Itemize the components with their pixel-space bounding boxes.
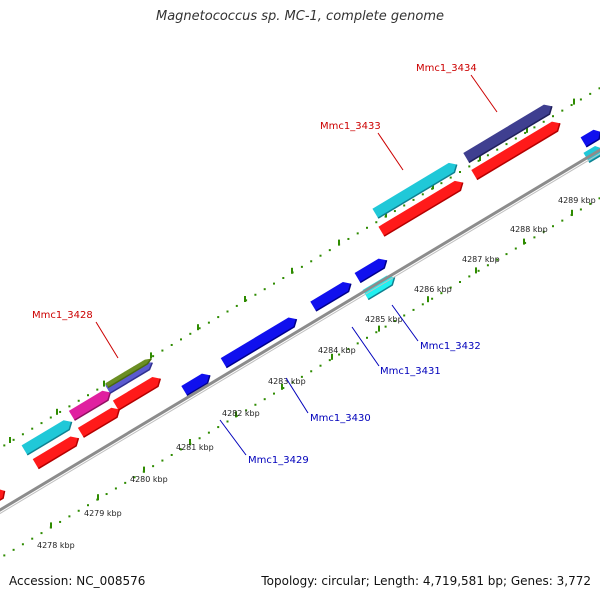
tick-layer: 4278 kbp 4279 kbp 4280 kbp 4281 kbp 4282 kbp… xyxy=(3,87,600,557)
gene-arrow xyxy=(310,282,352,312)
scale-label: 4284 kbp xyxy=(318,346,356,355)
label-leader-line xyxy=(95,321,119,359)
gene-arrow-edge xyxy=(74,392,112,421)
gene-arrow-edge xyxy=(585,131,600,148)
gene-arrow-body xyxy=(112,376,161,411)
gene-arrow xyxy=(471,121,561,181)
backbone-layer xyxy=(0,148,600,515)
gene-arrow-edge xyxy=(107,358,152,389)
gene-arrow-edge xyxy=(0,490,6,507)
label-leader-line xyxy=(285,377,309,414)
gene-arrow xyxy=(354,258,388,284)
gene-arrow-body xyxy=(105,358,152,388)
gene-arrow-body xyxy=(378,180,463,237)
feature-layer xyxy=(0,104,600,507)
gene-arrow-edge xyxy=(383,182,464,237)
scale-label: 4279 kbp xyxy=(84,509,122,518)
gene-arrow xyxy=(68,390,112,421)
gene-label-mmc1_3428: Mmc1_3428 xyxy=(32,310,93,321)
gene-arrow-edge xyxy=(109,362,153,394)
gene-arrow-edge xyxy=(26,421,73,456)
scale-label: 4283 kbp xyxy=(268,377,306,386)
gene-arrow-edge xyxy=(226,318,298,369)
gene-arrow xyxy=(32,436,80,470)
gene-arrow-edge xyxy=(118,378,162,411)
gene-arrow xyxy=(21,420,73,456)
gene-arrow-body xyxy=(580,129,600,147)
scale-label: 4281 kbp xyxy=(176,443,214,452)
gene-arrow xyxy=(378,180,464,237)
scale-label: 4287 kbp xyxy=(462,255,500,264)
gene-arrow xyxy=(181,373,211,397)
label-leader-line xyxy=(351,326,380,367)
gene-arrow-edge xyxy=(476,123,561,181)
scale-label: 4280 kbp xyxy=(130,475,168,484)
label-leader-line xyxy=(377,132,404,171)
gene-arrow-body xyxy=(220,317,297,368)
gene-label-mmc1_3430: Mmc1_3430 xyxy=(310,413,371,424)
gene-arrow-body xyxy=(181,373,210,396)
label-leaders xyxy=(95,74,498,456)
topology-text: Topology: circular; Length: 4,719,581 bp… xyxy=(261,574,591,588)
gene-arrow-body xyxy=(471,121,560,180)
gene-arrow xyxy=(220,317,298,369)
gene-arrow-body xyxy=(77,407,120,438)
gene-arrow xyxy=(105,358,152,389)
gene-label-mmc1_3432: Mmc1_3432 xyxy=(420,341,481,352)
gene-arrow xyxy=(580,129,600,148)
label-leader-line xyxy=(219,419,247,456)
scale-label: 4278 kbp xyxy=(37,541,75,550)
scale-label: 4288 kbp xyxy=(510,225,548,234)
gene-label-mmc1_3433: Mmc1_3433 xyxy=(320,121,381,132)
genome-backbone-shadow xyxy=(0,152,600,515)
page-title: Magnetococcus sp. MC-1, complete genome xyxy=(155,9,445,24)
gene-arrow-body xyxy=(105,361,153,394)
scale-label: 4286 kbp xyxy=(414,285,452,294)
gene-arrow-body xyxy=(68,390,111,421)
gene-arrow-edge xyxy=(367,277,396,301)
genome-backbone xyxy=(0,148,600,512)
gene-arrow-body xyxy=(310,282,351,312)
gene-arrow-body xyxy=(354,258,387,283)
gene-arrow xyxy=(463,104,553,164)
gene-arrow-edge xyxy=(315,283,352,312)
gene-arrow xyxy=(0,488,6,507)
gene-arrow xyxy=(77,407,121,438)
gene-label-mmc1_3429: Mmc1_3429 xyxy=(248,455,309,466)
gene-arrow xyxy=(112,376,162,411)
gene-arrow xyxy=(372,162,458,219)
gene-arrow-edge xyxy=(377,164,458,219)
gene-arrow-body xyxy=(463,104,552,163)
scale-label: 4285 kbp xyxy=(365,315,403,324)
gene-arrow-body xyxy=(372,162,457,219)
gene-label-mmc1_3434: Mmc1_3434 xyxy=(416,63,477,74)
accession-text: Accession: NC_008576 xyxy=(9,574,146,588)
gene-arrow-body xyxy=(32,436,79,469)
upper-tick-row xyxy=(3,87,600,447)
gene-label-mmc1_3431: Mmc1_3431 xyxy=(380,366,441,377)
label-layer: Mmc1_3434Mmc1_3433Mmc1_3428Mmc1_3432Mmc1… xyxy=(32,63,481,466)
label-leader-line xyxy=(470,74,498,113)
gene-arrow-edge xyxy=(83,409,121,438)
label-leader-line xyxy=(391,304,419,342)
gene-arrow-edge xyxy=(38,437,80,470)
gene-arrow-edge xyxy=(588,148,600,163)
scale-label: 4282 kbp xyxy=(222,409,260,418)
gene-arrow xyxy=(105,361,153,394)
gene-arrow-edge xyxy=(186,375,211,397)
lower-tick-row: 4278 kbp 4279 kbp 4280 kbp 4281 kbp 4282 kbp… xyxy=(3,196,600,557)
gene-arrow-edge xyxy=(359,260,388,284)
scale-label: 4289 kbp xyxy=(558,196,596,205)
gene-arrow-edge xyxy=(468,106,553,164)
gene-arrow-body xyxy=(21,420,72,455)
